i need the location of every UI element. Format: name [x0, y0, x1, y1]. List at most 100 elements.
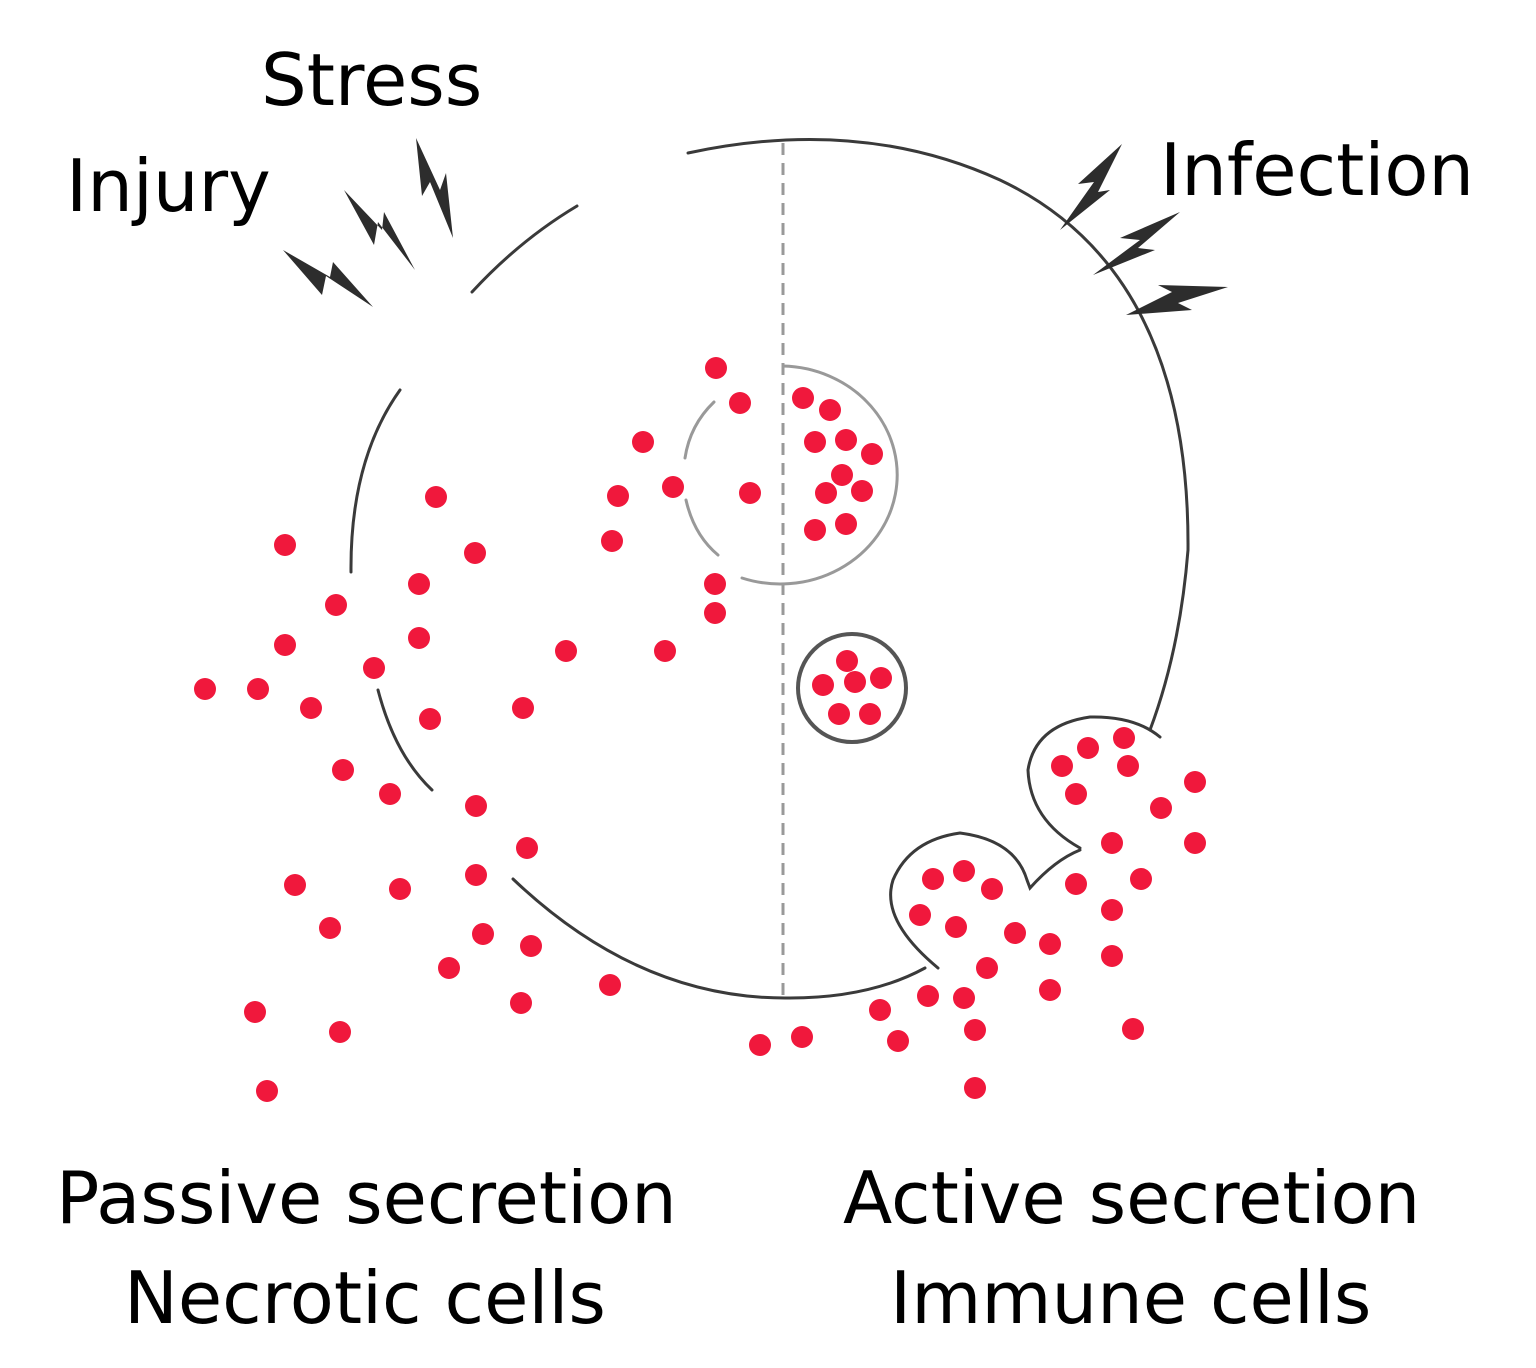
membrane-fragment-upper	[470, 204, 579, 294]
particle-dot	[835, 513, 857, 535]
particle-dot	[705, 357, 727, 379]
particle-dot	[953, 987, 975, 1009]
particle-dot	[1077, 737, 1099, 759]
particle-dot	[379, 783, 401, 805]
particle-dot	[274, 634, 296, 656]
particle-dot	[274, 534, 296, 556]
nucleus-fragment-lower	[684, 498, 720, 557]
particle-dot	[945, 916, 967, 938]
particle-dot	[332, 759, 354, 781]
particle-dot	[363, 657, 385, 679]
particle-dot	[1122, 1018, 1144, 1040]
particle-dot	[792, 387, 814, 409]
particle-dot	[909, 904, 931, 926]
particle-dot	[465, 864, 487, 886]
particle-dot	[1004, 922, 1026, 944]
stress-bolts	[283, 138, 453, 307]
cell-membrane	[349, 137, 1190, 1000]
particle-dot	[1051, 755, 1073, 777]
particle-dot	[465, 795, 487, 817]
nucleus-right-arc	[740, 364, 899, 586]
particle-dot	[1101, 945, 1123, 967]
particle-dot	[791, 1026, 813, 1048]
membrane-fragment-left	[349, 388, 402, 574]
immune-cells-label: Immune cells	[890, 1256, 1372, 1340]
secretory-granule	[796, 632, 908, 744]
lightning-bolt-icon	[416, 138, 453, 238]
particle-dot	[329, 1021, 351, 1043]
particle-dot	[607, 485, 629, 507]
particle-dot	[836, 650, 858, 672]
particle-dot	[438, 957, 460, 979]
particle-dot	[1117, 755, 1139, 777]
particle-dot	[408, 627, 430, 649]
particle-dot	[922, 868, 944, 890]
infection-bolts	[1060, 144, 1228, 315]
particle-dot	[244, 1001, 266, 1023]
particle-dot	[300, 697, 322, 719]
stress-label: Stress	[261, 38, 483, 122]
particle-dot	[1113, 727, 1135, 749]
particle-dot	[704, 573, 726, 595]
particle-dot	[408, 573, 430, 595]
particle-dot	[870, 667, 892, 689]
lightning-bolt-icon	[283, 250, 373, 307]
particle-dot	[662, 476, 684, 498]
particle-dot	[815, 482, 837, 504]
injury-label: Injury	[66, 144, 271, 228]
lightning-bolt-icon	[344, 190, 415, 270]
secreted-particles	[194, 357, 1206, 1102]
particle-dot	[194, 678, 216, 700]
particle-dot	[256, 1080, 278, 1102]
particle-dot	[1101, 832, 1123, 854]
lightning-bolt-icon	[1093, 212, 1180, 275]
particle-dot	[599, 974, 621, 996]
membrane-bottom-arc	[511, 877, 927, 1000]
particle-dot	[516, 837, 538, 859]
particle-dot	[976, 957, 998, 979]
membrane-top-arc	[686, 137, 1190, 732]
active-secretion-label: Active secretion	[843, 1156, 1421, 1240]
nucleus	[683, 364, 899, 586]
particle-dot	[325, 594, 347, 616]
particle-dot	[804, 431, 826, 453]
exocytosis-bud-lower	[889, 831, 1082, 970]
particle-dot	[953, 860, 975, 882]
particle-dot	[851, 480, 873, 502]
particle-dot	[472, 923, 494, 945]
membrane-fragment-lower-left	[376, 688, 434, 792]
particle-dot	[869, 999, 891, 1021]
particle-dot	[812, 674, 834, 696]
particle-dot	[319, 917, 341, 939]
necrotic-cells-label: Necrotic cells	[124, 1256, 606, 1340]
particle-dot	[510, 992, 532, 1014]
particle-dot	[887, 1030, 909, 1052]
particle-dot	[917, 985, 939, 1007]
particle-dot	[704, 602, 726, 624]
particle-dot	[819, 399, 841, 421]
particle-dot	[749, 1034, 771, 1056]
particle-dot	[654, 640, 676, 662]
particle-dot	[512, 697, 534, 719]
particle-dot	[1039, 933, 1061, 955]
particle-dot	[632, 431, 654, 453]
particle-dot	[1150, 797, 1172, 819]
particle-dot	[831, 464, 853, 486]
particle-dot	[1065, 783, 1087, 805]
particle-dot	[520, 935, 542, 957]
particle-dot	[555, 640, 577, 662]
infection-label: Infection	[1160, 128, 1475, 212]
lightning-bolt-icon	[1126, 285, 1228, 315]
particle-dot	[804, 519, 826, 541]
particle-dot	[1065, 873, 1087, 895]
particle-dot	[419, 708, 441, 730]
particle-dot	[389, 878, 411, 900]
particle-dot	[861, 443, 883, 465]
lightning-bolt-icon	[1060, 144, 1122, 230]
passive-secretion-label: Passive secretion	[56, 1156, 677, 1240]
particle-dot	[601, 530, 623, 552]
particle-dot	[1130, 868, 1152, 890]
particle-dot	[739, 482, 761, 504]
particle-dot	[464, 542, 486, 564]
